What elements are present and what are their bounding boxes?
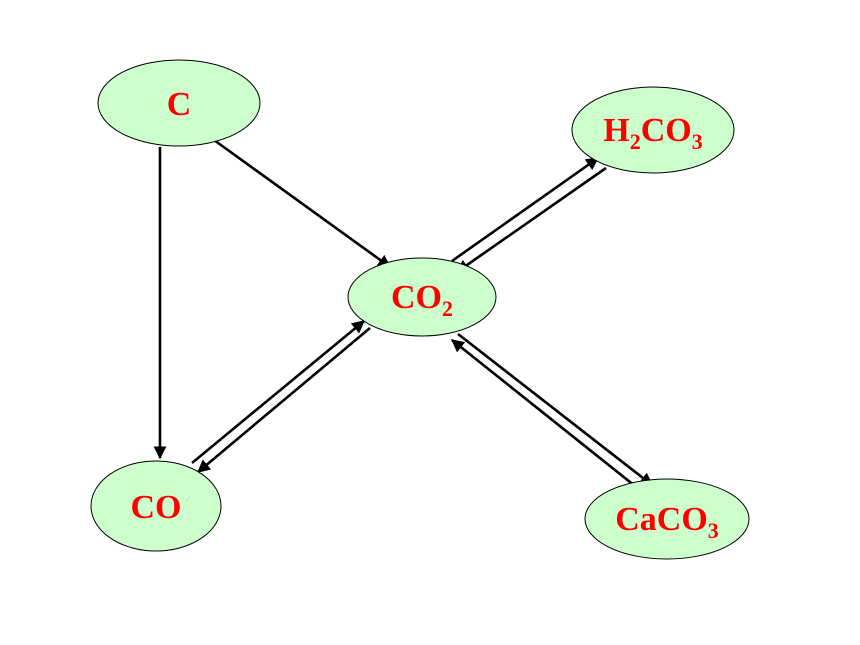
node-c-label: C bbox=[167, 86, 192, 123]
node-co: CO bbox=[90, 460, 222, 552]
edge-co2-to-co bbox=[197, 327, 371, 473]
node-h2co3-label: H2CO3 bbox=[603, 112, 702, 154]
node-caco3-label: CaCO3 bbox=[615, 501, 719, 543]
node-co2-label: CO2 bbox=[391, 279, 453, 321]
edge-h2co3-to-co2 bbox=[455, 166, 607, 274]
edge-c-to-co2 bbox=[213, 138, 392, 269]
node-c: C bbox=[97, 59, 261, 147]
node-co2: CO2 bbox=[347, 257, 497, 337]
edge-co2-to-caco3 bbox=[457, 332, 654, 487]
edge-co-to-co2 bbox=[191, 319, 366, 465]
node-co-label: CO bbox=[131, 489, 182, 526]
node-h2co3: H2CO3 bbox=[571, 86, 735, 174]
edge-co2-to-h2co3 bbox=[451, 156, 600, 263]
edge-caco3-to-co2 bbox=[450, 338, 641, 492]
node-caco3: CaCO3 bbox=[584, 478, 750, 560]
